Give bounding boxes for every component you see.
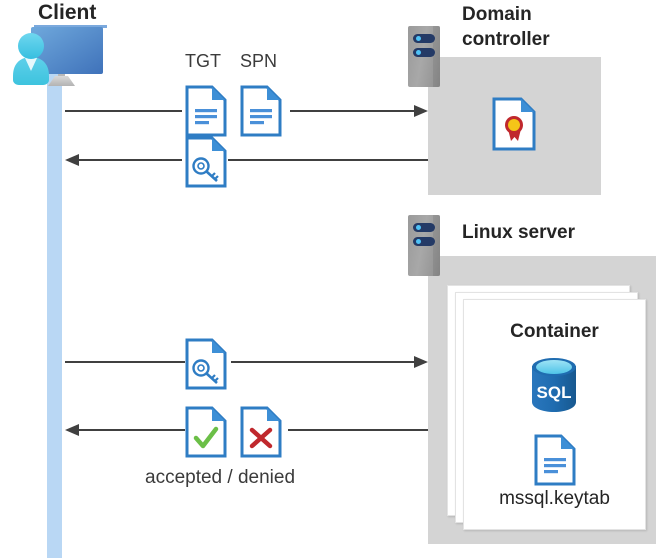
text-document-icon-tgt — [185, 85, 227, 142]
client-title: Client — [38, 1, 97, 24]
server-rack-icon-linux — [408, 215, 440, 276]
container-title: Container — [510, 321, 599, 342]
user-monitor-icon — [8, 24, 113, 94]
accepted-denied-label: accepted / denied — [145, 467, 296, 488]
keytab-filename-label: mssql.keytab — [499, 488, 610, 509]
client-lifeline — [47, 64, 62, 558]
text-document-icon-spn — [240, 85, 282, 142]
text-document-icon-keytab — [534, 434, 576, 491]
key-document-icon-request — [185, 338, 227, 395]
svg-text:SQL: SQL — [537, 383, 572, 402]
client-underline — [34, 25, 107, 28]
tgt-label: TGT — [185, 51, 221, 71]
spn-label: SPN — [240, 51, 278, 71]
container-card-front: Container SQL — [463, 299, 646, 530]
domain-controller-title-line2: controller — [462, 29, 550, 50]
domain-controller-title: Domain controller — [462, 2, 550, 52]
server-rack-icon-dc — [408, 26, 440, 87]
cross-document-icon-denied — [240, 406, 282, 463]
domain-controller-title-line1: Domain — [462, 4, 532, 25]
check-document-icon-accepted — [185, 406, 227, 463]
key-document-icon-ticket — [185, 136, 227, 193]
certificate-document-icon — [492, 97, 536, 156]
sql-database-icon: SQL — [527, 356, 581, 419]
linux-server-title: Linux server — [462, 222, 575, 243]
